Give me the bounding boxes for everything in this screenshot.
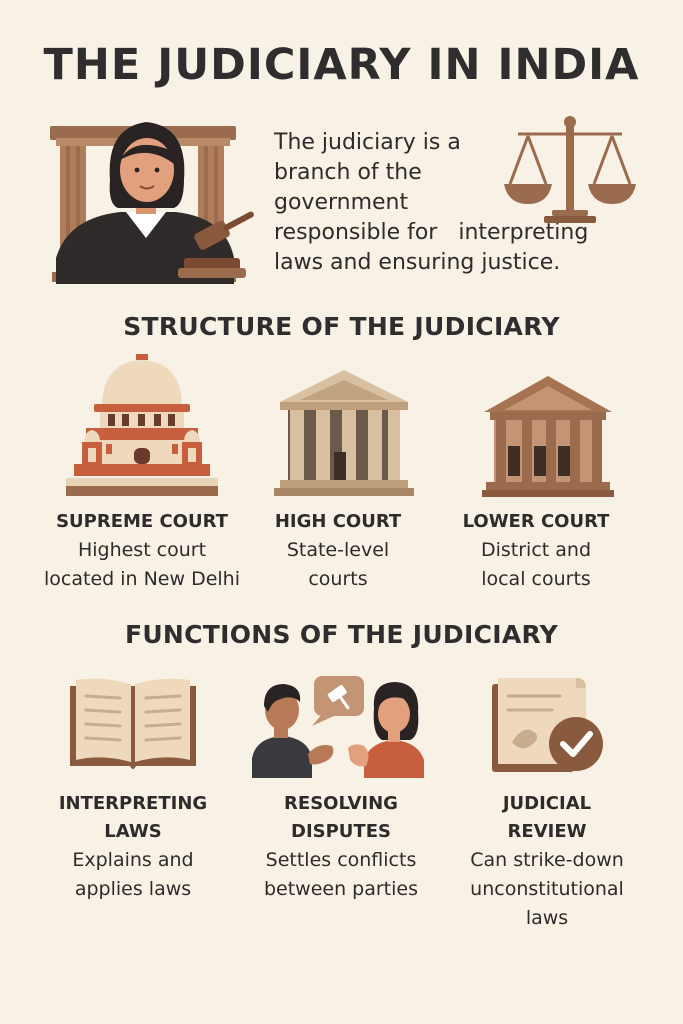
supreme-court-card: SUPREME COURT Highest court located in N…	[32, 508, 252, 594]
lower-court-title: LOWER COURT	[462, 511, 610, 532]
high-court-building-icon	[274, 366, 414, 498]
resolving-disputes-desc-line: between parties	[263, 878, 419, 900]
high-court-card: HIGH COURT State-level courts	[228, 508, 448, 594]
lower-court-card: LOWER COURT District and local courts	[426, 508, 646, 594]
judicial-review-title-line: REVIEW	[507, 821, 587, 842]
high-court-title: HIGH COURT	[274, 511, 402, 532]
judge-illustration	[48, 108, 258, 284]
resolving-disputes-card: RESOLVING DISPUTES Settles conflicts bet…	[231, 790, 451, 904]
lower-court-building-icon	[482, 372, 614, 498]
judicial-review-desc-line: Can strike-down	[470, 849, 624, 871]
judicial-review-desc-line: laws	[525, 907, 569, 929]
high-court-desc-line: State-level	[286, 539, 390, 561]
scales-of-justice-icon	[500, 112, 640, 227]
functions-heading: FUNCTIONS OF THE JUDICIARY	[124, 620, 559, 649]
lower-court-desc-line: District and	[480, 539, 592, 561]
page-title: THE JUDICIARY IN INDIA	[43, 40, 640, 90]
supreme-court-desc-line: Highest court	[77, 539, 207, 561]
judicial-review-card: JUDICIAL REVIEW Can strike-down unconsti…	[437, 790, 657, 933]
resolving-disputes-title-line: RESOLVING	[284, 793, 398, 814]
interpreting-laws-desc-line: applies laws	[74, 878, 192, 900]
interpreting-laws-title-line: INTERPRETING	[58, 793, 208, 814]
interpreting-laws-title-line: LAWS	[104, 821, 162, 842]
intro-text: The judiciary is a branch of the governm…	[274, 130, 589, 275]
supreme-court-title: SUPREME COURT	[56, 511, 228, 532]
high-court-desc-line: courts	[308, 568, 368, 590]
resolving-disputes-desc-line: Settles conflicts	[265, 849, 417, 871]
open-book-icon	[68, 676, 198, 772]
judicial-review-title-line: JUDICIAL	[502, 793, 592, 814]
supreme-court-building-icon	[66, 352, 218, 498]
discussion-icon	[252, 672, 430, 778]
interpreting-laws-card: INTERPRETING LAWS Explains and applies l…	[23, 790, 243, 904]
document-check-icon	[490, 676, 606, 774]
resolving-disputes-title-line: DISPUTES	[291, 821, 391, 842]
lower-court-desc-line: local courts	[481, 568, 591, 590]
judicial-review-desc-line: unconstitutional	[470, 878, 624, 900]
structure-heading: STRUCTURE OF THE JUDICIARY	[123, 312, 560, 341]
supreme-court-desc-line: located in New Delhi	[44, 568, 240, 590]
interpreting-laws-desc-line: Explains and	[72, 849, 194, 871]
